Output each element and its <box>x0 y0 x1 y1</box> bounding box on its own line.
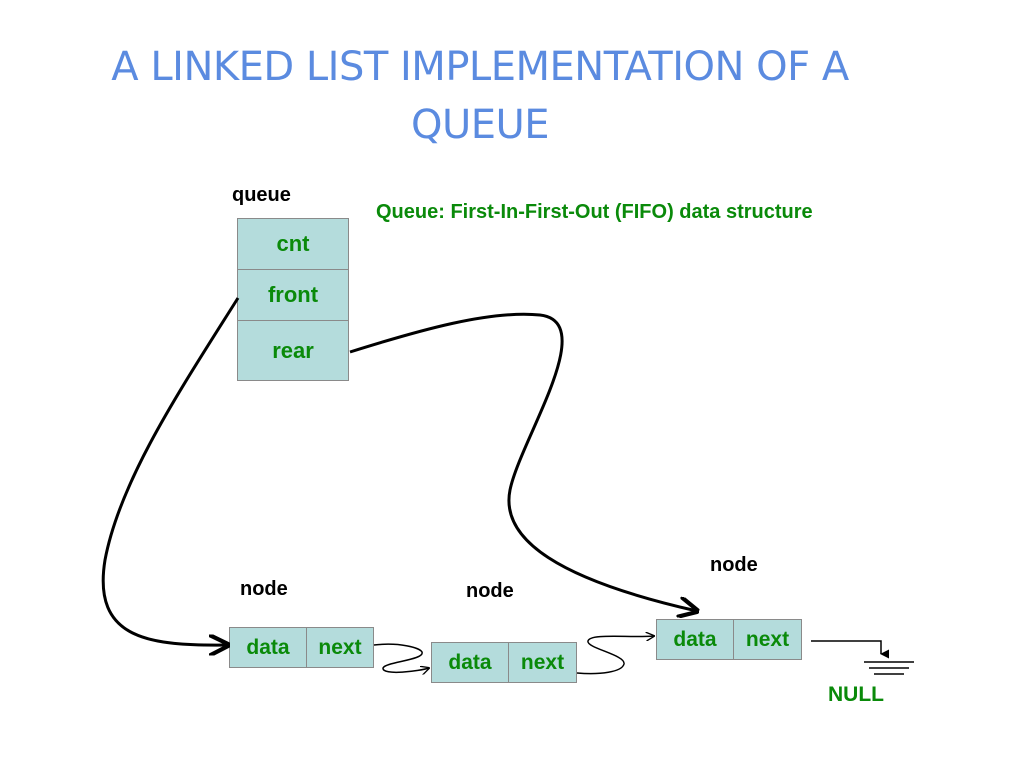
queue-field-front: front <box>237 269 349 321</box>
node-2-next-arrow <box>576 636 654 675</box>
node-3-data: data <box>656 619 734 660</box>
node-2-data: data <box>431 642 509 683</box>
node-2-next: next <box>508 642 577 683</box>
null-ground-symbol <box>864 661 914 675</box>
fifo-note: Queue: First-In-First-Out (FIFO) data st… <box>376 201 813 223</box>
node-3-next: next <box>733 619 802 660</box>
node-1-next-arrow <box>373 643 429 672</box>
node-1-label: node <box>240 578 288 600</box>
front-pointer-arrow <box>101 297 240 645</box>
node-3-next-arrow <box>811 640 890 659</box>
null-label: NULL <box>828 683 884 706</box>
slide-title: A LINKED LIST IMPLEMENTATION OF A QUEUE <box>111 44 849 148</box>
node-2-label: node <box>466 580 514 602</box>
node-3-label: node <box>710 554 758 576</box>
queue-label: queue <box>232 184 291 206</box>
queue-field-cnt: cnt <box>237 218 349 270</box>
node-1-data: data <box>229 627 307 668</box>
node-1-next: next <box>306 627 374 668</box>
queue-field-rear: rear <box>237 320 349 381</box>
rear-pointer-arrow <box>349 312 697 611</box>
